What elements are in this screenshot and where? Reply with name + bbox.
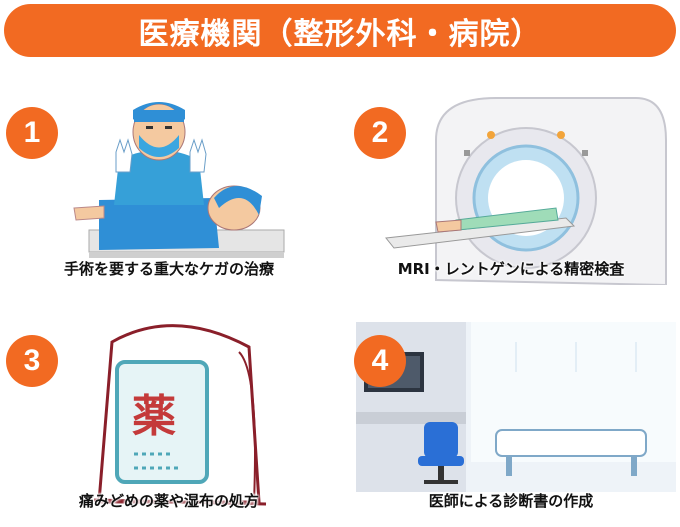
page-title: 医療機関（整形外科・病院）: [138, 16, 542, 52]
caption-medicine: 痛みどめの薬や湿布の処方: [78, 492, 259, 510]
clinic-room-illustration-icon: [356, 322, 676, 492]
step-number-badge: 1: [6, 107, 58, 159]
panel-clinic: 4 医師による診断書の作成: [346, 312, 676, 517]
caption-mri: MRI・レントゲンによる精密検査: [397, 260, 625, 278]
title-bar: 医療機関（整形外科・病院）: [4, 4, 676, 57]
step-number-badge: 2: [354, 107, 406, 159]
panel-medicine: 薬 3 痛みどめの薬や湿布の処方: [4, 312, 334, 517]
step-number-badge: 3: [6, 335, 58, 387]
panel-surgery: 1 手術を要する重大なケガの治療: [4, 80, 334, 285]
caption-surgery: 手術を要する重大なケガの治療: [63, 260, 274, 278]
surgery-illustration-icon: [73, 102, 285, 258]
mri-scanner-illustration-icon: [385, 97, 667, 285]
caption-clinic: 医師による診断書の作成: [428, 492, 594, 510]
medicine-bag-illustration-icon: [93, 324, 267, 506]
medicine-label: 薬: [132, 391, 176, 442]
step-number-badge: 4: [354, 335, 406, 387]
panel-mri: 2 MRI・レントゲンによる精密検査: [346, 80, 676, 285]
